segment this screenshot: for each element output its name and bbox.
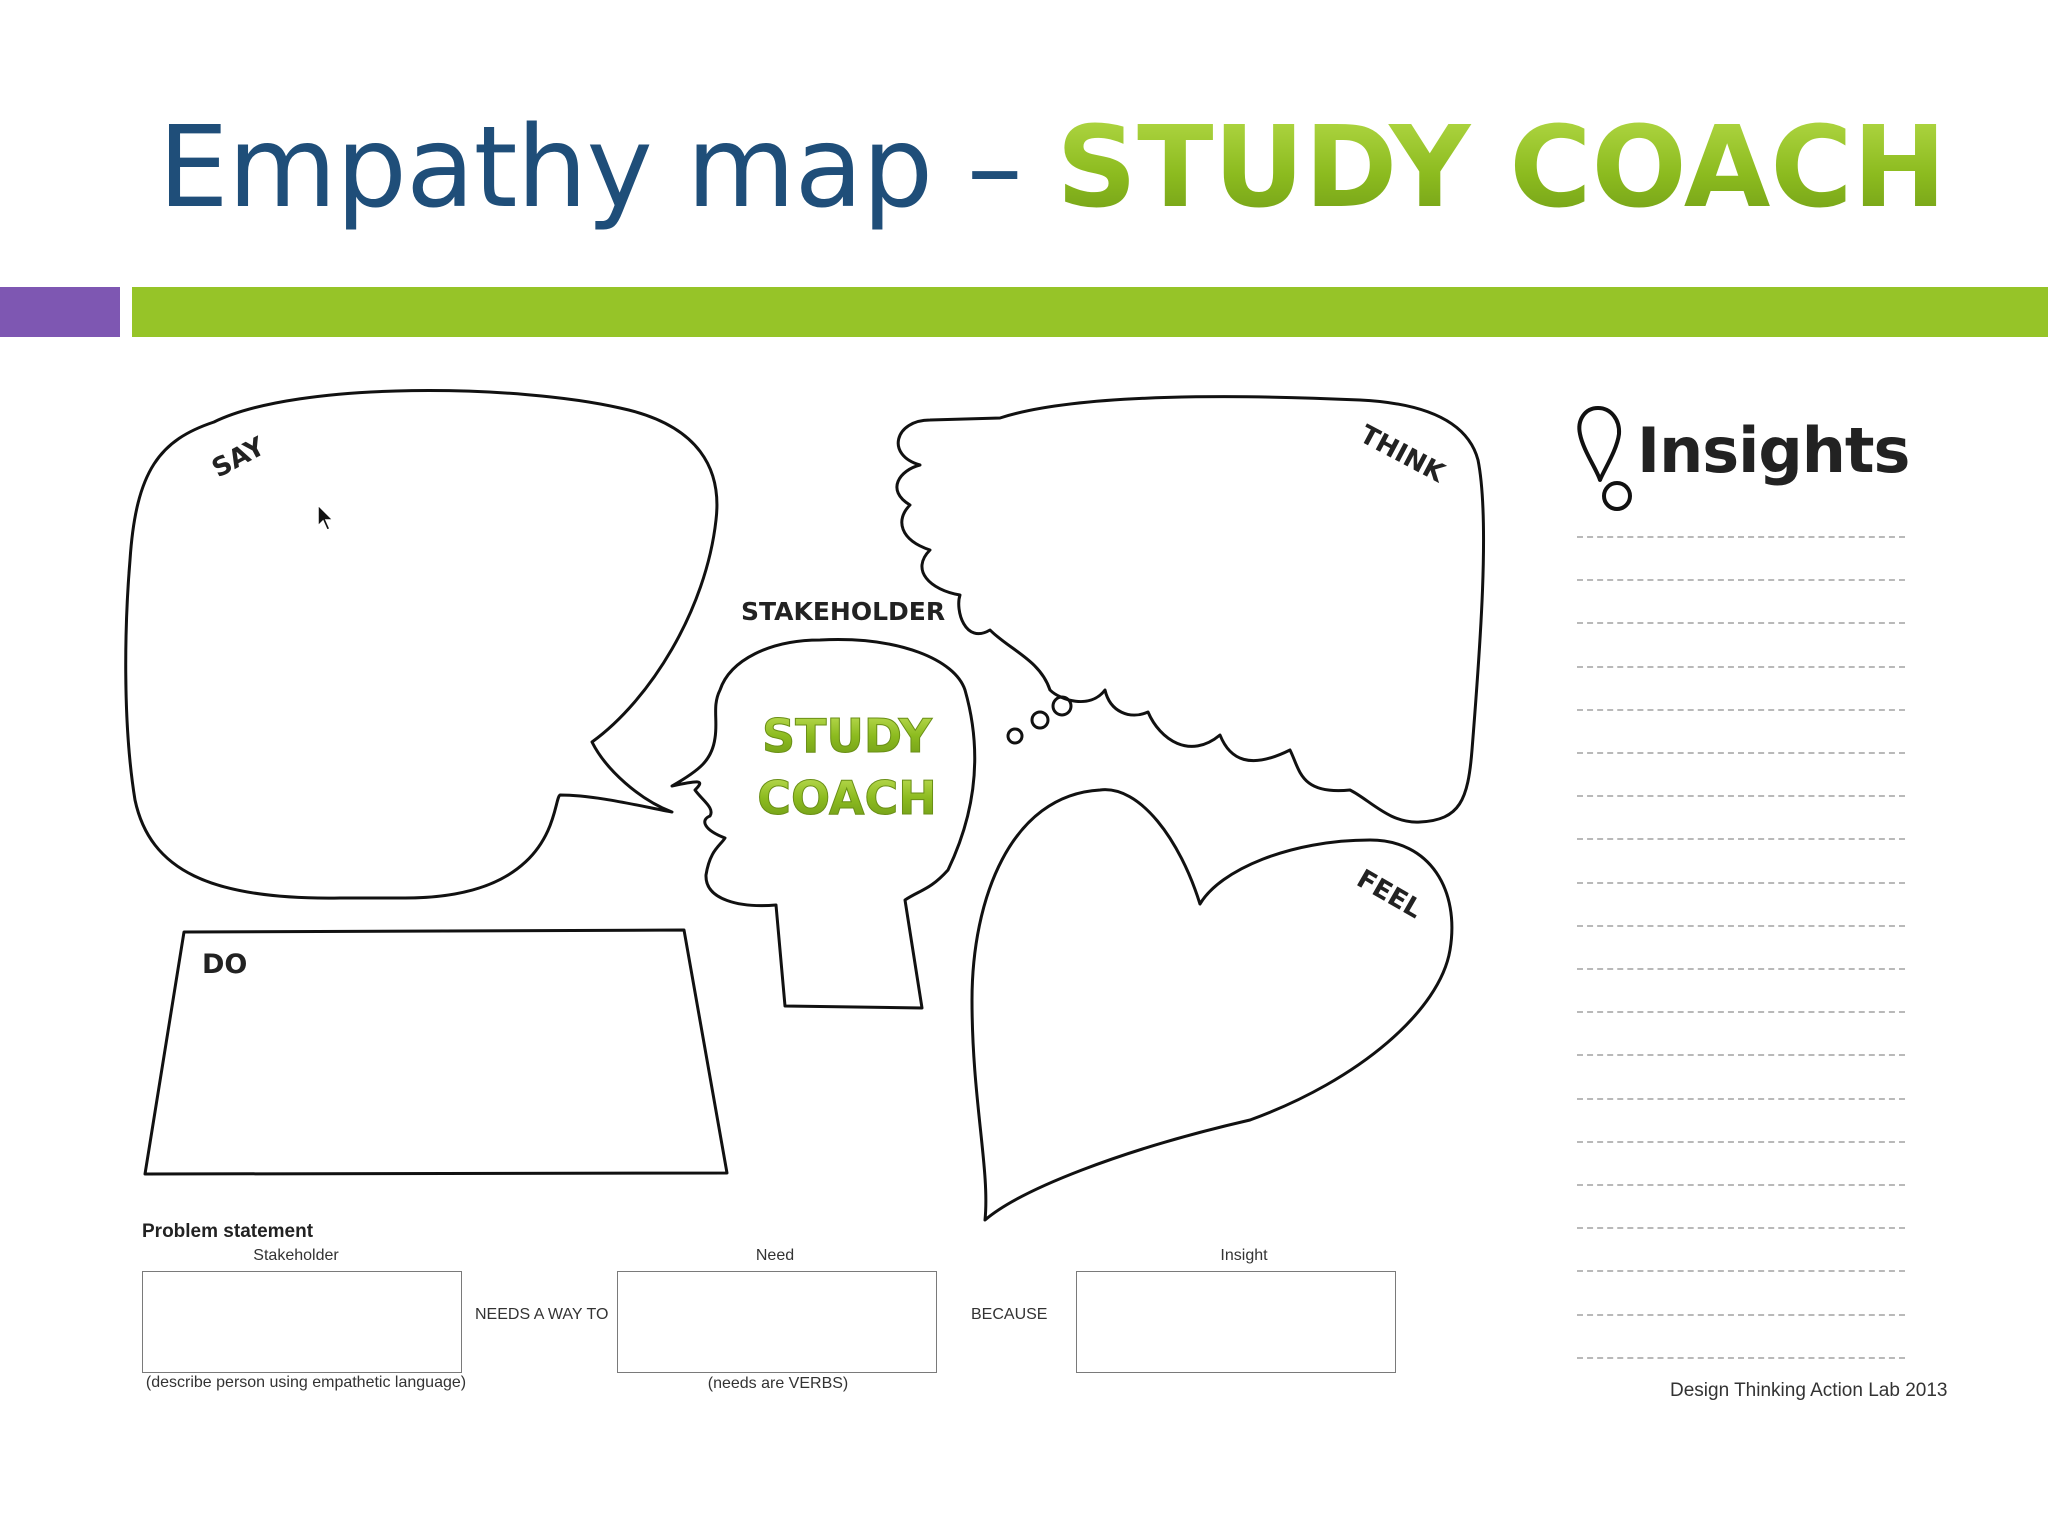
insight-field-label: Insight: [1220, 1247, 1268, 1264]
insight-line[interactable]: [1577, 1054, 1905, 1057]
insight-line[interactable]: [1577, 1313, 1905, 1316]
stakeholder-input-box[interactable]: [142, 1271, 462, 1373]
insight-input-box[interactable]: [1076, 1271, 1396, 1373]
insight-line[interactable]: [1577, 968, 1905, 970]
insight-line[interactable]: [1577, 924, 1905, 927]
say-label: SAY: [207, 431, 271, 484]
insight-line[interactable]: [1577, 1011, 1905, 1014]
problem-statement-title: Problem statement: [142, 1221, 314, 1242]
do-box: [143, 928, 729, 1176]
stakeholder-hint: (describe person using empathetic langua…: [145, 1374, 467, 1391]
insight-line[interactable]: [1577, 795, 1905, 798]
insight-line[interactable]: [1577, 1227, 1905, 1230]
head-text-coach: COACH: [757, 771, 937, 825]
slide-title: Empathy map – STUDY COACH: [158, 98, 1946, 238]
thought-bubble-large: [1051, 695, 1073, 717]
insight-line[interactable]: [1577, 1270, 1905, 1273]
accent-bar-purple: [0, 287, 120, 337]
say-bubble: [124, 389, 719, 900]
need-hint: (needs are VERBS): [707, 1375, 849, 1392]
feel-heart: [970, 788, 1454, 1222]
insight-line[interactable]: [1577, 752, 1905, 754]
insight-line[interactable]: [1577, 838, 1905, 841]
insight-line[interactable]: [1577, 708, 1905, 711]
because-connector: BECAUSE: [971, 1306, 1048, 1323]
stakeholder-head: [670, 638, 977, 1010]
insight-line[interactable]: [1577, 881, 1905, 884]
think-cloud: [895, 395, 1486, 824]
head-text-study: STUDY: [762, 709, 933, 763]
insight-line[interactable]: [1577, 1184, 1905, 1186]
accent-bar-green: [132, 287, 2048, 337]
exclamation-icon: [1577, 406, 1632, 511]
insight-line[interactable]: [1577, 579, 1905, 582]
thought-bubble-medium: [1030, 710, 1050, 730]
need-field-label: Need: [755, 1247, 795, 1264]
insight-line[interactable]: [1577, 622, 1905, 625]
do-label: DO: [202, 949, 247, 980]
insight-line[interactable]: [1577, 1356, 1905, 1359]
insights-title: Insights: [1637, 414, 1910, 487]
insight-line[interactable]: [1577, 665, 1905, 668]
needs-a-way-to-connector: NEEDS A WAY TO: [475, 1306, 609, 1323]
thought-bubble-small: [1006, 727, 1024, 745]
feel-label: FEEL: [1352, 864, 1428, 925]
stakeholder-field-label: Stakeholder: [253, 1247, 339, 1264]
need-input-box[interactable]: [617, 1271, 937, 1373]
credit-text: Design Thinking Action Lab 2013: [1670, 1380, 1948, 1401]
mouse-cursor-icon: [317, 504, 335, 531]
title-main-text: Empathy map –: [158, 103, 1057, 233]
think-label: THINK: [1355, 420, 1450, 490]
stakeholder-label: STAKEHOLDER: [741, 597, 945, 626]
title-accent-text: STUDY COACH: [1056, 103, 1947, 233]
insight-line[interactable]: [1577, 1097, 1905, 1100]
insight-line[interactable]: [1577, 1140, 1905, 1143]
insight-line[interactable]: [1577, 536, 1905, 538]
